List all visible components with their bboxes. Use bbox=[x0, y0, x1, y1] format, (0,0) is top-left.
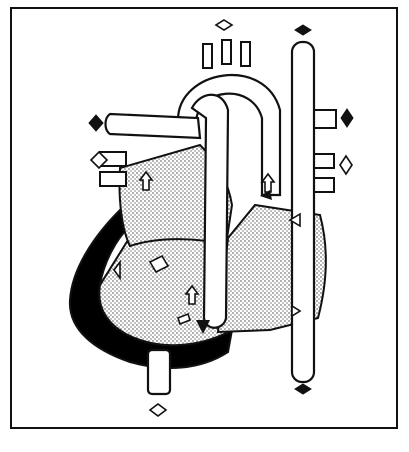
arch-branches bbox=[203, 40, 250, 68]
vena-cava bbox=[292, 42, 314, 382]
inferior-vessel bbox=[148, 350, 170, 394]
pulmonary-artery bbox=[106, 114, 201, 138]
